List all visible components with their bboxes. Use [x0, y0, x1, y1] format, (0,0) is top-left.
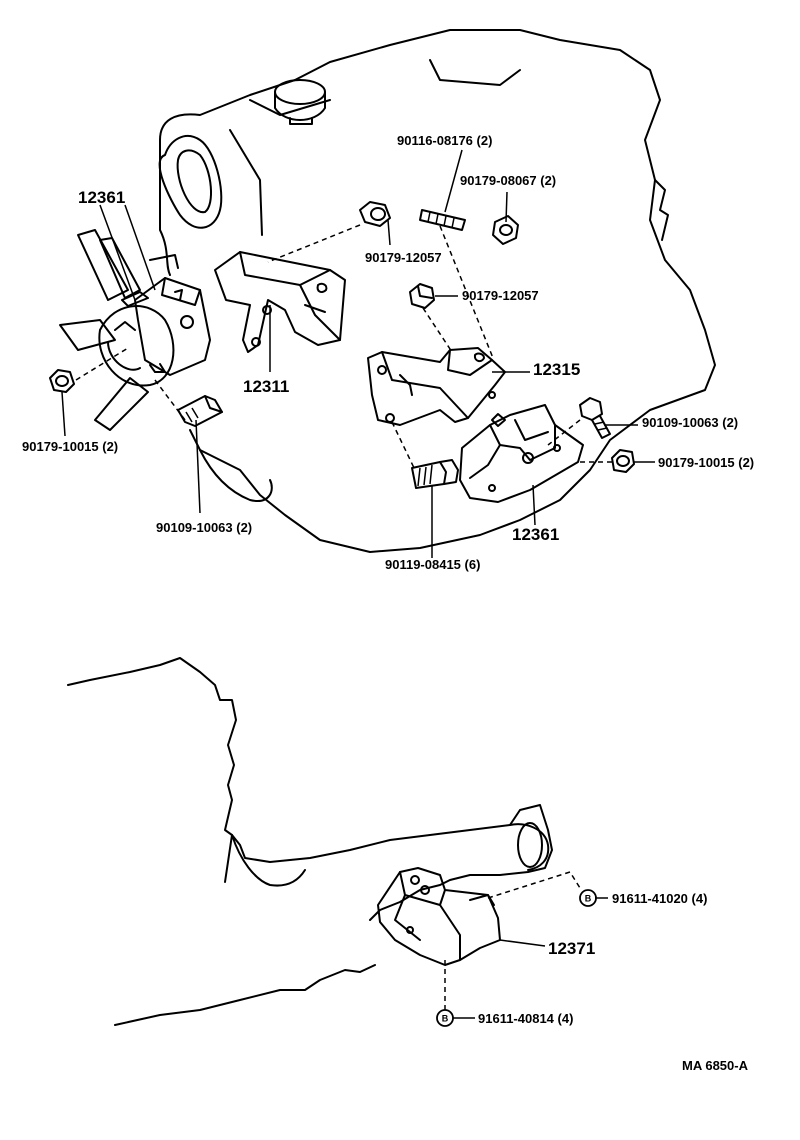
nut-90179-12057-middle [409, 283, 435, 309]
upper-guide-lines [75, 224, 612, 471]
label-91611-41020: 91611-41020 (4) [612, 891, 707, 906]
label-90179-10015-right: 90179-10015 (2) [658, 455, 754, 470]
svg-text:B: B [442, 1014, 449, 1024]
upper-leader-lines [61, 149, 655, 558]
label-12371: 12371 [548, 939, 595, 958]
bolt-90119-08415 [411, 459, 459, 489]
label-90119-08415: 90119-08415 (6) [385, 557, 480, 572]
engine-block [158, 29, 716, 553]
label-12361-left: 12361 [78, 188, 125, 207]
lower-guide-lines [444, 871, 608, 1019]
engine-mount-bracket-12311 [214, 251, 346, 353]
label-91611-40814: 91611-40814 (4) [478, 1011, 573, 1026]
nut-90179-10015-right [611, 449, 635, 473]
b-marker-upper: B [579, 889, 597, 907]
label-12361-right: 12361 [512, 525, 559, 544]
label-90109-10063-right: 90109-10063 (2) [642, 415, 738, 430]
bolt-90109-10063-left [177, 395, 223, 427]
label-12311: 12311 [243, 377, 289, 396]
label-90179-08067: 90179-08067 (2) [460, 173, 556, 188]
rear-engine-mount-12371 [377, 867, 501, 966]
nut-90179-08067 [492, 215, 519, 245]
figure-code: MA 6850-A [682, 1058, 749, 1073]
stud-90116-08176 [419, 209, 466, 231]
bolt-90109-10063-right [579, 397, 611, 439]
transmission-housing [67, 657, 553, 1026]
cooling-fan [59, 229, 179, 431]
nut-90179-12057-upper [359, 201, 391, 227]
label-90179-12057-middle: 90179-12057 [462, 288, 539, 303]
label-90179-10015-left: 90179-10015 (2) [22, 439, 118, 454]
b-marker-lower: B [436, 1009, 454, 1027]
part-labels: 12361 90116-08176 (2) 90179-08067 (2) 90… [22, 133, 754, 1073]
label-90116-08176: 90116-08176 (2) [397, 133, 492, 148]
label-90109-10063-left: 90109-10063 (2) [156, 520, 252, 535]
nut-90179-10015-left [49, 369, 75, 393]
label-90179-12057-upper: 90179-12057 [365, 250, 442, 265]
right-engine-mount-insulator [459, 404, 584, 503]
oil-filler-cap [274, 79, 326, 125]
left-engine-mount-insulator [114, 277, 211, 376]
svg-text:B: B [585, 894, 592, 904]
label-12315: 12315 [533, 360, 580, 379]
engine-mount-bracket-12315 [367, 347, 506, 426]
